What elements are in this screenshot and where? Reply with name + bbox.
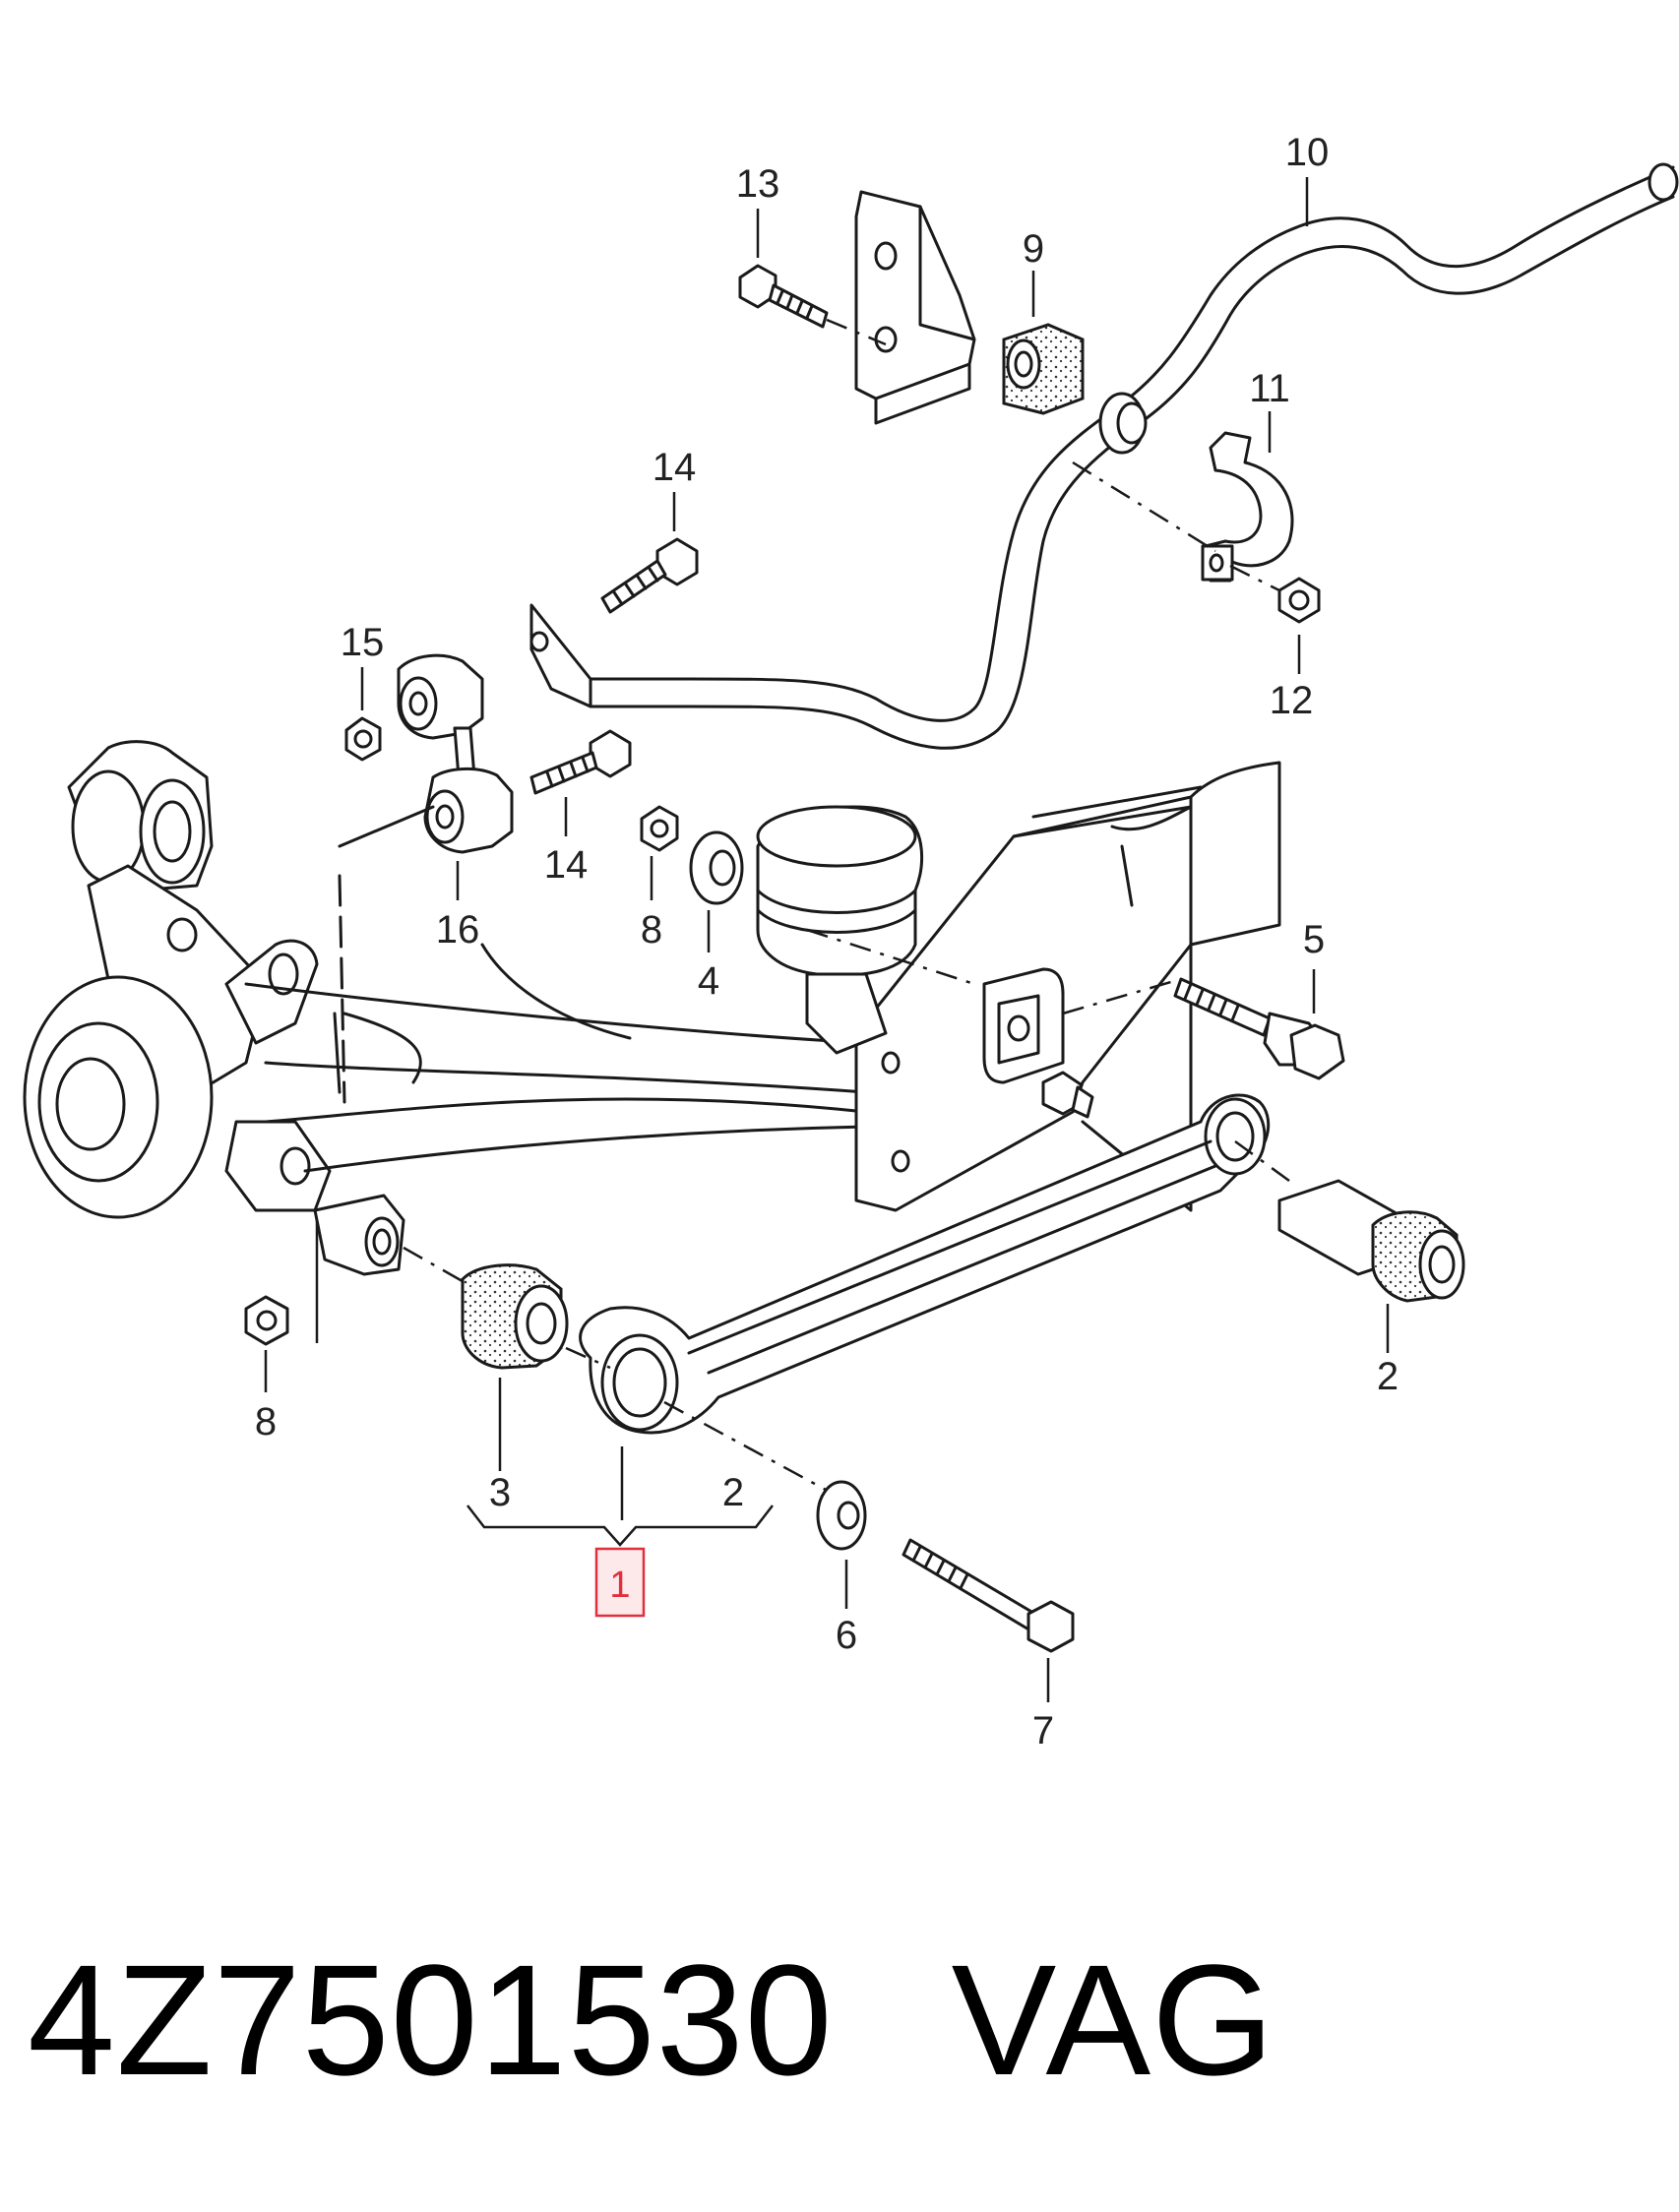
nut-12	[1277, 577, 1321, 624]
callout-6: 6	[836, 1614, 857, 1657]
callout-2-left: 2	[722, 1471, 744, 1514]
callout-14-upper: 14	[653, 446, 697, 489]
washer-4	[689, 830, 744, 905]
part-caption: 4Z7501530 VAG	[28, 1927, 1275, 2114]
callout-8-lower: 8	[255, 1400, 277, 1444]
bolt-14-lower	[529, 729, 632, 795]
callout-15: 15	[341, 621, 385, 664]
nut-15	[344, 716, 382, 762]
callout-2-right: 2	[1377, 1355, 1399, 1398]
highlight-box	[594, 1547, 646, 1618]
coupling-link	[397, 653, 514, 854]
callout-5: 5	[1303, 918, 1325, 961]
callout-9: 9	[1023, 227, 1044, 271]
nut-8-upper	[640, 805, 679, 852]
leader-lines	[264, 177, 1390, 1702]
clamp-11	[1072, 431, 1294, 592]
callout-3: 3	[489, 1471, 511, 1514]
bolt-5	[1062, 977, 1345, 1080]
bolt-14-upper	[600, 537, 699, 614]
washer-6	[663, 1400, 867, 1551]
callout-11: 11	[1249, 367, 1290, 410]
stabilizer-bracket	[854, 190, 976, 425]
callout-4: 4	[698, 959, 719, 1003]
callout-7: 7	[1032, 1709, 1054, 1752]
callout-14-lower: 14	[544, 843, 589, 887]
callout-labels: 13 10 9 14 11 15 12 14 8 16 4 5 2 8 3 2 …	[255, 131, 1399, 1752]
brand-name: VAG	[951, 1932, 1275, 2108]
bushing-2-right	[1234, 1139, 1465, 1303]
rubber-mount-9	[1002, 323, 1085, 415]
bushing-3-left	[403, 1246, 611, 1370]
body-frame	[854, 761, 1281, 1212]
control-arm-1	[579, 1093, 1271, 1435]
bar-washer	[1098, 392, 1148, 455]
nut-8-lower	[244, 1220, 319, 1346]
callout-12: 12	[1270, 679, 1314, 722]
rubber-mount-4	[756, 805, 975, 1055]
wheel-hub-knuckle	[23, 740, 405, 1276]
callout-13: 13	[736, 162, 780, 206]
callout-16: 16	[436, 908, 480, 952]
callout-1: 1	[609, 1565, 630, 1606]
callout-8-upper: 8	[641, 908, 662, 952]
part-number: 4Z7501530	[28, 1932, 834, 2108]
callout-10: 10	[1285, 131, 1330, 174]
subframe	[244, 805, 868, 1173]
stabilizer-bar	[529, 162, 1679, 750]
bolt-7	[902, 1538, 1075, 1653]
bolt-13	[738, 264, 887, 346]
highlighted-callout: 1	[594, 1547, 646, 1618]
